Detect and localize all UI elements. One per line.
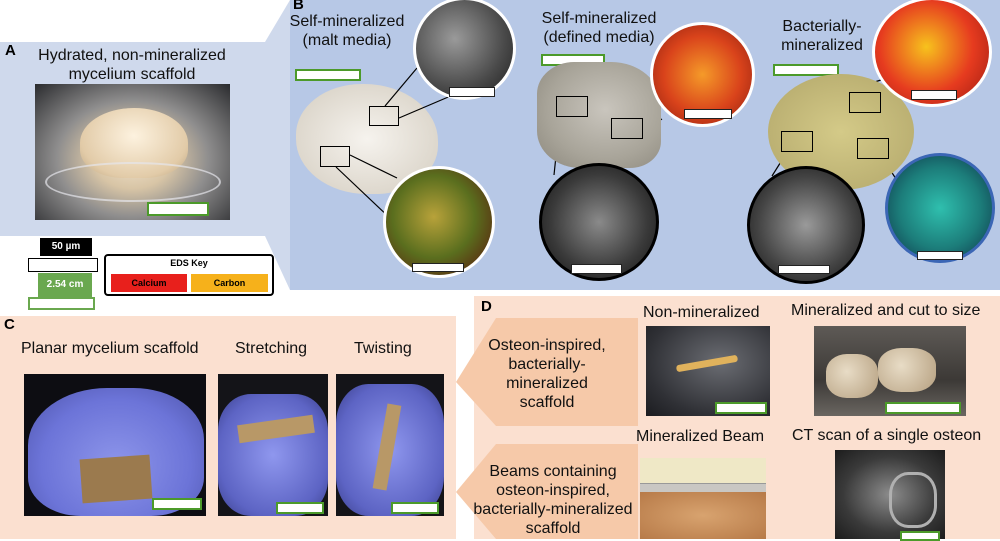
panel-a-label: A [5, 42, 16, 59]
panel-d-arrows [456, 318, 638, 539]
stretching-photo [218, 374, 328, 516]
bacterial-title: Bacterially-mineralized [781, 18, 863, 54]
eds-bacterial-bottom [885, 153, 995, 263]
zoom-box [611, 118, 643, 139]
scale-bar [917, 251, 963, 260]
planar-scaffold-photo [24, 374, 206, 516]
non-mineralized-title: Non-mineralized [643, 304, 760, 321]
eds-key-title: EDS Key [170, 258, 208, 268]
defined-sample-photo [537, 62, 661, 168]
scale-legend-cm-bar [28, 297, 95, 310]
scale-bar [900, 531, 940, 541]
eds-key: EDS Key Calcium Carbon [104, 254, 274, 296]
mineralized-cut-title: Mineralized and cut to size [791, 302, 981, 319]
osteon-arrow-text: Osteon-inspired, bacterially-mineralized… [488, 337, 606, 411]
twisting-photo [336, 374, 444, 516]
scale-legend-cm: 2.54 cm [38, 273, 92, 297]
panel-d-label: D [481, 298, 492, 315]
zoom-box [857, 138, 889, 159]
zoom-box [556, 96, 588, 117]
planar-title: Planar mycelium scaffold [21, 340, 199, 357]
scale-bar [147, 202, 209, 216]
scale-bar [773, 64, 839, 76]
scale-bar [295, 69, 361, 81]
scale-bar [684, 109, 732, 119]
panel-b-label: B [293, 0, 304, 13]
twisting-title: Twisting [354, 340, 412, 357]
zoom-box [781, 131, 813, 152]
scale-bar [911, 90, 957, 100]
zoom-box [849, 92, 881, 113]
scale-legend-um-bar [28, 258, 98, 272]
defined-title: Self-mineralized (defined media) [541, 10, 657, 46]
scale-bar [715, 402, 767, 414]
scale-bar [391, 502, 439, 514]
sem-bacterial-bottom [747, 166, 865, 284]
panel-b-connector [265, 0, 290, 290]
scale-bar [778, 265, 830, 274]
sem-defined-bottom [539, 163, 659, 281]
non-mineralized-photo [646, 326, 770, 416]
mineralized-cut-photo [814, 326, 966, 416]
scale-legend-um: 50 µm [40, 238, 92, 256]
malt-title: Self-mineralized (malt media) [289, 13, 405, 49]
eds-key-carbon: Carbon [191, 274, 268, 292]
eds-malt-bottom [383, 166, 495, 278]
scale-bar [412, 263, 464, 272]
zoom-box [369, 106, 399, 126]
scale-bar [885, 402, 961, 414]
ct-scan-title: CT scan of a single osteon [792, 427, 982, 444]
eds-key-calcium: Calcium [111, 274, 187, 292]
scale-bar [152, 498, 202, 510]
panel-a-title: Hydrated, non-mineralized mycelium scaff… [38, 47, 226, 83]
stretching-title: Stretching [235, 340, 308, 357]
ct-scan-photo [835, 450, 945, 539]
scale-bar [449, 87, 495, 97]
mineralized-beam-photo [640, 458, 766, 539]
beams-arrow-text: Beams containing osteon-inspired, bacter… [473, 463, 633, 537]
panel-c-label: C [4, 316, 15, 333]
eds-bacterial-top [872, 0, 992, 107]
hydrated-scaffold-photo [35, 84, 230, 220]
zoom-box [320, 146, 350, 167]
scale-bar [571, 264, 622, 274]
scale-bar [276, 502, 324, 514]
sem-malt-top [413, 0, 516, 100]
mineralized-beam-title: Mineralized Beam [636, 428, 765, 445]
